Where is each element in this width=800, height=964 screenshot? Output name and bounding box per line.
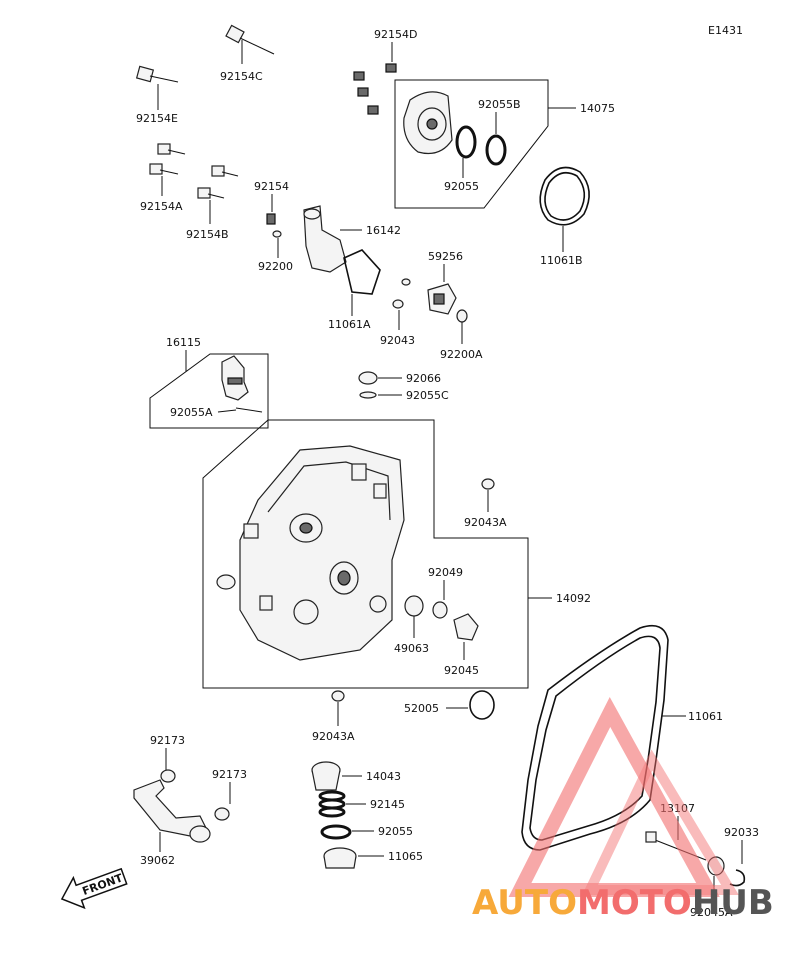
clamp-92173-a: [160, 769, 176, 783]
label-16115: 16115: [166, 336, 201, 349]
label-92033: 92033: [724, 826, 759, 839]
label-92045: 92045: [444, 664, 479, 677]
bolt-92154: [266, 213, 276, 225]
label-92154A: 92154A: [140, 200, 183, 213]
washer-92200A: [456, 309, 468, 323]
label-92173-b: 92173: [212, 768, 247, 781]
pump-cover-14075: [403, 91, 453, 155]
oring-92055C: [359, 391, 377, 399]
clamp-92173-b: [214, 807, 230, 821]
bolt-92154D-4: [367, 105, 379, 115]
label-92055B: 92055B: [478, 98, 521, 111]
seal-92045A: [707, 856, 725, 876]
label-11061A: 11061A: [328, 318, 371, 331]
box-16115: [149, 353, 269, 429]
washer-92200: [272, 230, 282, 238]
label-92055-lower: 92055: [378, 825, 413, 838]
oring-92055: [455, 125, 477, 159]
label-92154: 92154: [254, 180, 289, 193]
front-arrow-icon: FRONT: [60, 867, 128, 910]
housing-16142: [303, 205, 347, 273]
label-92154B: 92154B: [186, 228, 229, 241]
label-92043: 92043: [380, 334, 415, 347]
label-49063: 49063: [394, 642, 429, 655]
dowel-92043A-bottom: [331, 690, 345, 702]
dowel-92043A-top: [481, 478, 495, 490]
label-92045A: 92045A: [690, 906, 733, 919]
label-92154C: 92154C: [220, 70, 263, 83]
plug-92066: [358, 371, 378, 385]
bolt-92154D-1: [385, 63, 397, 73]
label-16142: 16142: [366, 224, 401, 237]
label-92055C: 92055C: [406, 389, 449, 402]
label-92173-a: 92173: [150, 734, 185, 747]
box-14092: [202, 419, 529, 689]
diagram-code: E1431: [708, 24, 743, 37]
label-39062: 39062: [140, 854, 175, 867]
label-92055A: 92055A: [170, 406, 213, 419]
bolt-92154C: [225, 24, 275, 64]
label-92200A: 92200A: [440, 348, 483, 361]
gasket-11061A: [343, 249, 381, 295]
oring-52005: [469, 690, 495, 720]
spring-92145: [318, 790, 346, 818]
label-14043: 14043: [366, 770, 401, 783]
gasket-11061B: [539, 166, 590, 226]
label-11061: 11061: [688, 710, 723, 723]
label-92043A-top: 92043A: [464, 516, 507, 529]
box-14075: [394, 79, 549, 209]
label-14075: 14075: [580, 102, 615, 115]
label-92066: 92066: [406, 372, 441, 385]
label-92154E: 92154E: [136, 112, 178, 125]
label-59256: 59256: [428, 250, 463, 263]
label-11065: 11065: [388, 850, 423, 863]
pin-92043: [401, 278, 411, 286]
label-92154D: 92154D: [374, 28, 417, 41]
bearing-49063: [404, 595, 424, 617]
bolt-92154E: [135, 65, 179, 110]
seal-92049: [432, 601, 448, 619]
oring-92055-lower: [320, 824, 352, 840]
cap-11065: [323, 847, 357, 869]
bolt-92154B: [197, 165, 239, 224]
label-92049: 92049: [428, 566, 463, 579]
bolt-92154D-2: [353, 71, 365, 81]
oring-92055B: [485, 134, 507, 166]
impeller-59256: [427, 283, 457, 315]
label-11061B: 11061B: [540, 254, 583, 267]
bolt-92154D-3: [357, 87, 369, 97]
label-52005: 52005: [404, 702, 439, 715]
watermark-logo: [508, 697, 739, 897]
label-92200: 92200: [258, 260, 293, 273]
nut-92045: [453, 613, 479, 641]
filter-16115: [221, 355, 249, 401]
clip-92033: [729, 869, 746, 887]
bolt-92154A: [149, 143, 186, 196]
label-92043A-bottom: 92043A: [312, 730, 355, 743]
case-cover-14092: [216, 445, 405, 661]
label-92055: 92055: [444, 180, 479, 193]
watermark-text: AUTOMOTOHUB: [472, 883, 774, 923]
label-92145: 92145: [370, 798, 405, 811]
label-14092: 14092: [556, 592, 591, 605]
